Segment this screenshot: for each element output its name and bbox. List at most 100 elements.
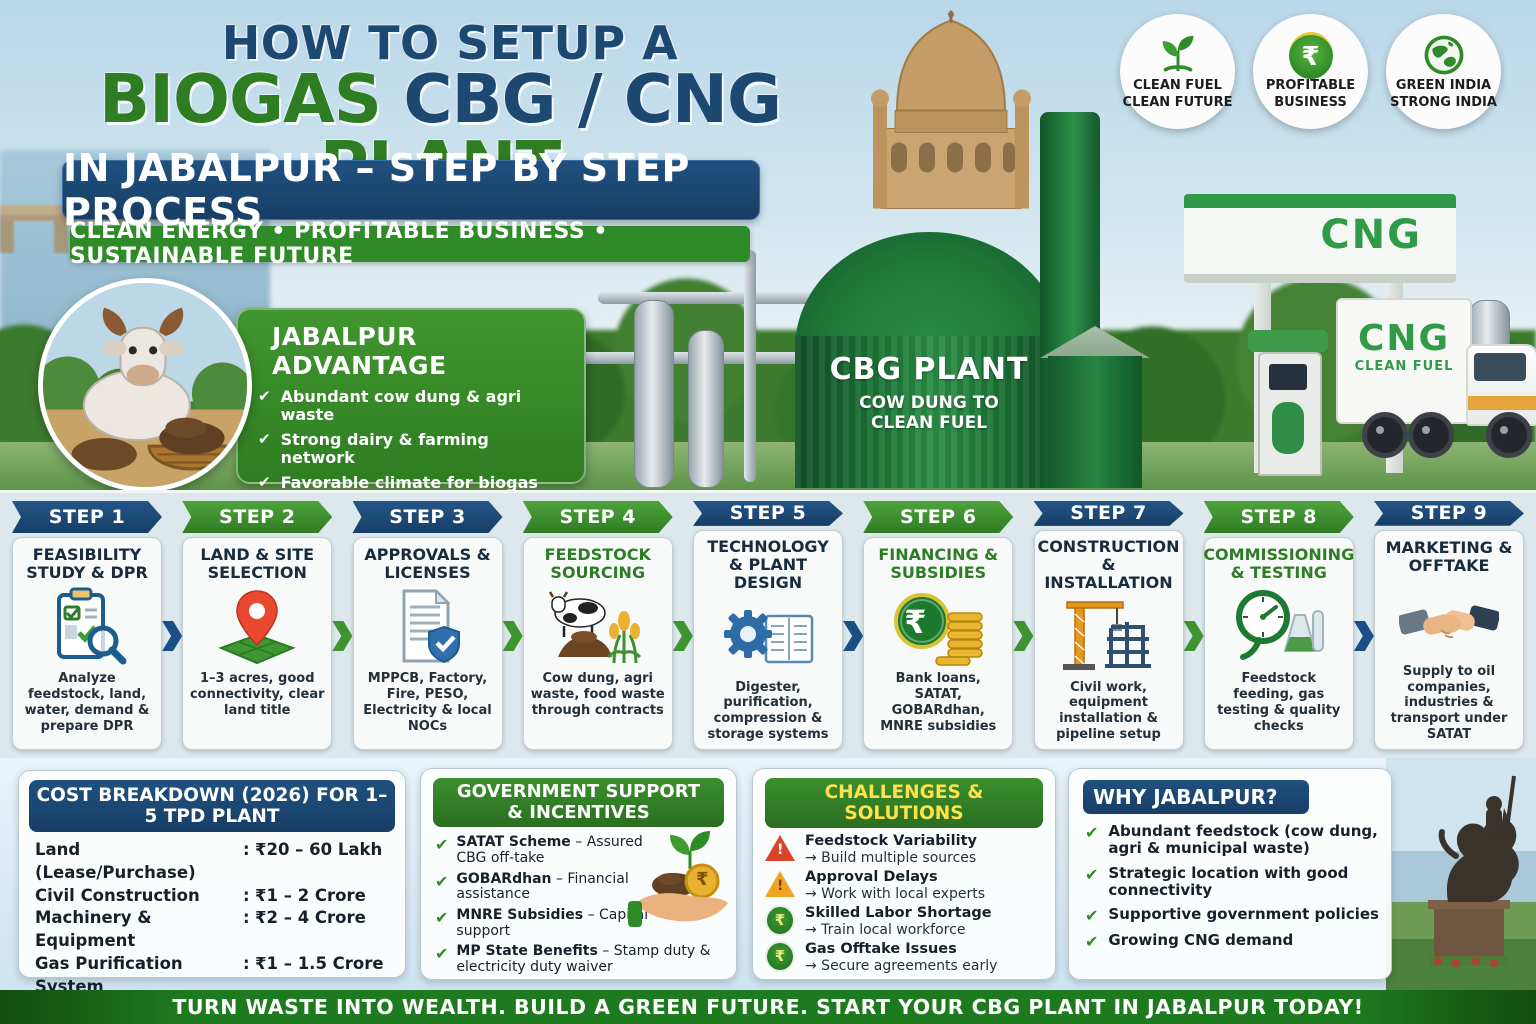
step-7-construction: STEP 7 CONSTRUCTION & INSTALLATION xyxy=(1033,501,1184,750)
support-item: ✔MP State Benefits – Stamp duty & electr… xyxy=(435,943,711,976)
title-part-cbg-cng: CBG / CNG xyxy=(403,60,782,138)
advantage-item: ✔Strong dairy & farming network xyxy=(258,429,489,468)
step-card: FINANCING & SUBSIDIES ₹ Bank loans, SATA… xyxy=(863,537,1014,750)
cost-row: Machinery & Equipment:₹2 – 4 Crore xyxy=(35,908,366,951)
dispenser-top xyxy=(1248,330,1328,352)
pipe xyxy=(598,292,813,304)
truck-sub-sign: CLEAN FUEL xyxy=(1354,359,1454,374)
step-arrow xyxy=(502,621,523,651)
crane-building-icon xyxy=(1041,592,1177,680)
step-banner: STEP 7 xyxy=(1034,501,1184,526)
pipe xyxy=(744,250,756,482)
advantage-item: ✔Abundant cow dung & agri waste xyxy=(258,387,522,425)
support-panel-title: GOVERNMENT SUPPORT & INCENTIVES xyxy=(433,778,724,828)
rupee-coin-icon: ₹ xyxy=(1288,31,1333,79)
rupee-glyph: ₹ xyxy=(904,603,927,641)
badge-row: CLEAN FUEL CLEAN FUTURE ₹ PROFITABLE BUS… xyxy=(1120,14,1520,144)
support-list: ✔SATAT Scheme – Assured CBG off-take ✔GO… xyxy=(421,835,736,975)
challenge-item: ! Approval Delays→ Work with local exper… xyxy=(765,869,1043,902)
hero-section: CBG PLANT COW DUNG TO CLEAN FUEL CNG CNG… xyxy=(0,0,1536,490)
check-icon: ✔ xyxy=(258,387,271,405)
truck-wheel xyxy=(1408,412,1454,458)
step-9-marketing: STEP 9 MARKETING & OFFTAKE Supply to oil… xyxy=(1374,501,1524,750)
challenges-panel-title: CHALLENGES & SOLUTIONS xyxy=(765,778,1043,828)
tagline-banner: CLEAN ENERGY • PROFITABLE BUSINESS • SUS… xyxy=(70,219,750,269)
step-banner: STEP 8 xyxy=(1204,501,1354,533)
check-icon: ✔ xyxy=(435,908,449,928)
truck-wheel xyxy=(1486,412,1532,458)
truck-stripe xyxy=(1468,396,1536,410)
advantage-title: JABALPUR ADVANTAGE xyxy=(272,322,447,380)
title-part-biogas: BIOGAS xyxy=(99,60,404,138)
handshake-icon xyxy=(1381,576,1517,664)
step-arrow xyxy=(162,621,183,651)
truck-cab xyxy=(1466,344,1536,426)
digester-label: CBG PLANT COW DUNG TO CLEAN FUEL xyxy=(795,352,1063,434)
clipboard-magnifier-icon xyxy=(19,583,155,671)
step-banner: STEP 5 xyxy=(693,501,843,526)
why-item: ✔Supportive government policies xyxy=(1085,905,1379,925)
challenge-item: ! Feedstock Variability→ Build multiple … xyxy=(765,833,1043,866)
step-arrow xyxy=(1353,621,1374,651)
footer-banner: TURN WASTE INTO WEALTH. BUILD A GREEN FU… xyxy=(0,990,1536,1024)
truck-sign: CNG xyxy=(1357,318,1451,359)
why-panel-title: WHY JABALPUR? xyxy=(1083,780,1309,814)
steps-strip: STEP 1 FEASIBILITY STUDY & DPR xyxy=(0,490,1536,758)
why-jabalpur-panel: WHY JABALPUR? ✔Abundant feedstock (cow d… xyxy=(1068,768,1392,980)
step-card: COMMISSIONING & TESTING xyxy=(1203,537,1354,750)
map-pin-icon xyxy=(189,583,325,671)
warning-red-icon: ! xyxy=(765,834,795,862)
step-banner: STEP 1 xyxy=(12,501,162,533)
step-card: FEEDSTOCK SOURCING xyxy=(522,537,673,750)
check-icon: ✔ xyxy=(258,429,271,448)
step-arrow xyxy=(1183,621,1204,651)
kicker-title: HOW TO SETUP A xyxy=(221,16,679,70)
check-icon: ✔ xyxy=(258,472,271,490)
temple-illustration xyxy=(871,10,1031,209)
support-item: ✔SATAT Scheme – Assured CBG off-take xyxy=(435,834,643,867)
step-card: MARKETING & OFFTAKE Supply to oil compan… xyxy=(1374,529,1524,750)
step-arrow xyxy=(332,621,353,651)
truck-wheel xyxy=(1362,412,1408,458)
government-support-panel: GOVERNMENT SUPPORT & INCENTIVES ✔SATAT S… xyxy=(420,768,737,980)
cng-truck-box: CNG CLEAN FUEL xyxy=(1336,298,1472,424)
step-arrow xyxy=(843,621,864,651)
step-banner: STEP 4 xyxy=(523,501,673,533)
cost-row: Gas Purification System:₹1 – 1.5 Crore xyxy=(35,953,384,996)
step-banner: STEP 2 xyxy=(182,501,332,533)
gauge-flasks-icon xyxy=(1211,583,1347,671)
check-icon: ✔ xyxy=(1085,864,1099,884)
step-5-technology: STEP 5 TECHNOLOGY & PLANT DESIGN xyxy=(693,501,843,750)
step-banner: STEP 6 xyxy=(863,501,1013,533)
advantage-item: ✔Favorable climate for biogas xyxy=(258,472,538,490)
why-list: ✔Abundant feedstock (cow dung, agri & mu… xyxy=(1069,822,1391,951)
gear-blueprint-icon xyxy=(700,592,836,680)
cng-station-sign: CNG xyxy=(1320,212,1422,258)
statue-photo xyxy=(1386,758,1536,990)
bottom-section: COST BREAKDOWN (2026) FOR 1–5 TPD PLANT … xyxy=(0,758,1536,1024)
support-item: ✔MNRE Subsidies – Capital support xyxy=(435,907,649,939)
step-3-approvals: STEP 3 APPROVALS & LICENSES xyxy=(352,501,503,750)
step-6-financing: STEP 6 FINANCING & SUBSIDIES ₹ xyxy=(863,501,1014,750)
step-arrow xyxy=(672,621,693,651)
dispenser-hose xyxy=(1272,402,1304,454)
rupee-circle-icon: ₹ xyxy=(765,904,795,936)
jabalpur-advantage-panel: JABALPUR ADVANTAGE ✔Abundant cow dung & … xyxy=(236,308,586,490)
check-icon: ✔ xyxy=(1085,823,1099,842)
plant-name-label: CBG PLANT xyxy=(829,352,1029,387)
plant-sub-label: COW DUNG TO CLEAN FUEL xyxy=(859,393,999,434)
pipe xyxy=(560,352,810,364)
subtitle-banner: IN JABALPUR – STEP BY STEP PROCESS xyxy=(62,146,760,234)
step-card: FEASIBILITY STUDY & DPR xyxy=(12,537,162,750)
fuel-dispenser xyxy=(1258,352,1322,476)
badge-profitable: ₹ PROFITABLE BUSINESS xyxy=(1253,14,1368,129)
digester-dome xyxy=(795,232,1063,348)
step-banner: STEP 3 xyxy=(353,501,503,533)
document-shield-icon xyxy=(360,583,496,671)
step-2-land: STEP 2 LAND & SITE SELECTION 1–3 acres, … xyxy=(182,501,333,750)
rupee-circle-icon: ₹ xyxy=(765,940,795,972)
seedling-icon xyxy=(1156,32,1200,78)
cng-station-canopy: CNG xyxy=(1184,194,1456,283)
step-card: LAND & SITE SELECTION 1–3 acres, good co… xyxy=(182,537,333,750)
step-banner: STEP 9 xyxy=(1374,501,1524,526)
